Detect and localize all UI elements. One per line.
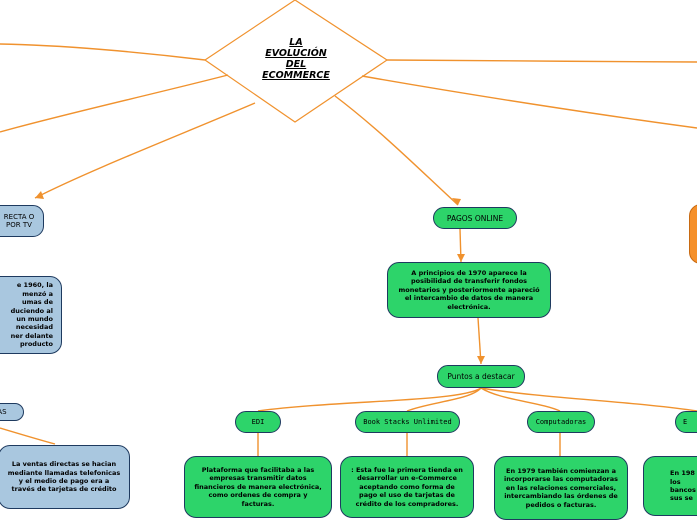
connector-right-mid xyxy=(361,75,697,129)
node-right-e[interactable]: E xyxy=(675,411,697,433)
node-pagos-online[interactable]: PAGOS ONLINE xyxy=(433,207,517,229)
arrowheads xyxy=(35,191,485,364)
title-line-4: ECOMMERCE xyxy=(262,69,330,81)
node-book-desc[interactable]: : Esta fue la primera tienda en desarrol… xyxy=(340,456,474,518)
title-line-3: DEL xyxy=(285,58,307,70)
connector-lines xyxy=(0,0,697,456)
node-computadoras-desc[interactable]: En 1979 también comienzan a incorporarse… xyxy=(494,456,628,520)
node-venta-directa-desc[interactable]: e 1960, la menzó a umas de duciendo al u… xyxy=(0,276,62,354)
node-edi[interactable]: EDI xyxy=(235,411,281,433)
arrowhead-pagos xyxy=(452,198,461,205)
node-right-desc[interactable]: En 198 los bancos sus se xyxy=(643,456,697,516)
title-line-1: LA xyxy=(289,37,303,48)
connector-pagos xyxy=(334,95,459,206)
arrowhead-pagos-desc xyxy=(457,254,465,262)
connector-ventas xyxy=(0,427,56,445)
node-computadoras[interactable]: Computadoras xyxy=(527,411,595,433)
title-line-2: EVOLUCIÓN xyxy=(265,47,327,59)
connector-book xyxy=(406,387,482,412)
central-title: LA EVOLUCIÓN DEL ECOMMERCE xyxy=(250,37,342,82)
connector-right-e xyxy=(480,387,697,412)
arrowhead-venta xyxy=(35,191,44,199)
connector-left-mid xyxy=(0,74,229,133)
central-diamond xyxy=(203,0,389,123)
connector-right-top xyxy=(386,59,697,63)
connector-left-venta xyxy=(34,102,256,199)
node-puntos-destacar[interactable]: Puntos a destacar xyxy=(437,365,525,388)
node-right-orange[interactable] xyxy=(689,204,697,264)
connector-left-top xyxy=(0,43,206,61)
node-ventas[interactable]: AS xyxy=(0,403,24,421)
node-edi-desc[interactable]: Plataforma que facilitaba a las empresas… xyxy=(184,456,332,518)
node-ventas-desc[interactable]: La ventas directas se hacian mediante ll… xyxy=(0,445,130,509)
arrowhead-puntos xyxy=(477,356,485,364)
node-venta-directa[interactable]: RECTA O POR TV xyxy=(0,205,44,237)
node-pagos-desc[interactable]: A principios de 1970 aparece la posibili… xyxy=(387,262,551,318)
connector-comp xyxy=(480,387,561,412)
node-book-stacks[interactable]: Book Stacks Unlimited xyxy=(355,411,460,433)
connector-edi xyxy=(257,387,482,412)
